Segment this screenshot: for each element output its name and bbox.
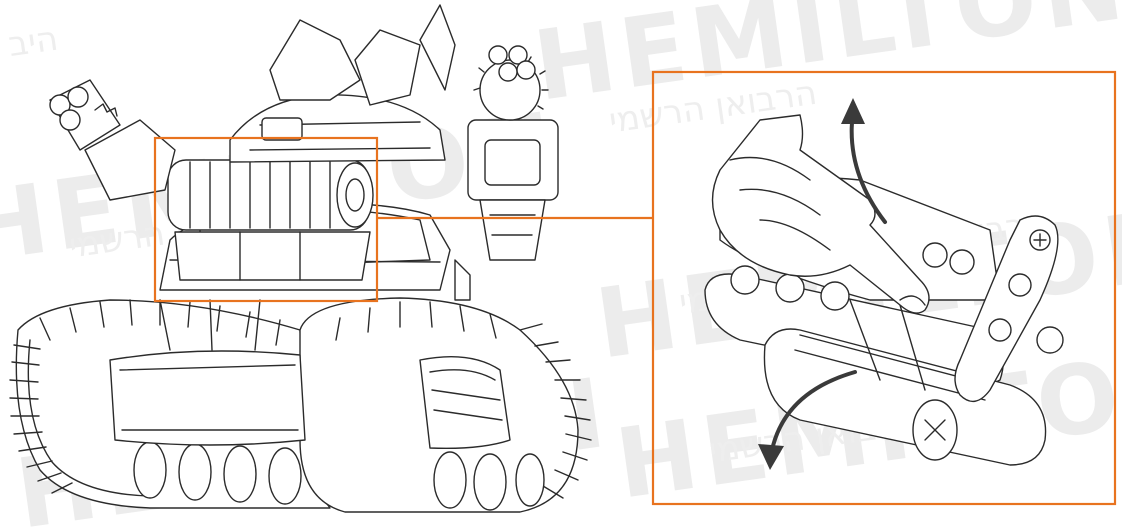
rotate-up-arrow-icon (841, 98, 887, 224)
robot-head (229, 4, 456, 163)
rotating-drum (167, 159, 374, 281)
highlight-region-box (153, 136, 379, 303)
rotate-down-arrow-icon (758, 370, 857, 470)
tank-robot-overview (9, 4, 592, 513)
left-cannon (49, 79, 176, 201)
right-track (299, 297, 592, 513)
hull-battery-box (109, 299, 306, 446)
right-cannon (454, 45, 559, 301)
watermark-hebrew-text: היב (6, 19, 61, 65)
detail-callout-frame (651, 70, 1117, 506)
